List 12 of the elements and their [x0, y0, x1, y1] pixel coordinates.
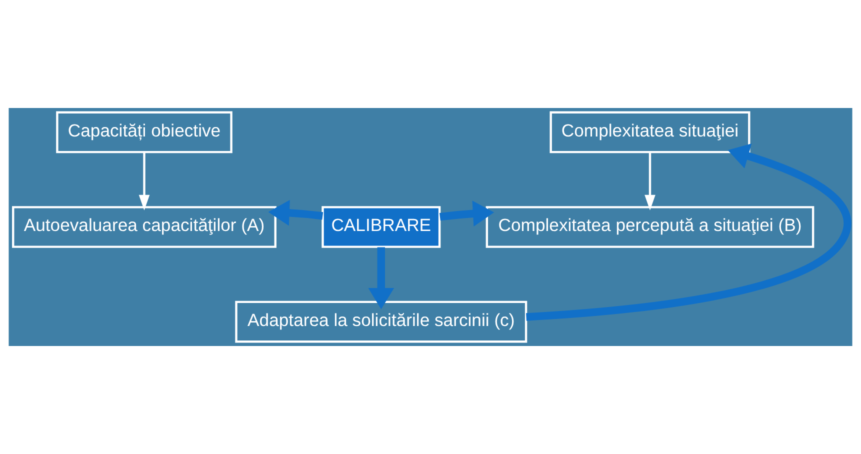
node-box: Complexitatea situaţiei: [550, 111, 750, 154]
node-box: Autoevaluarea capacităţilor (A): [12, 206, 276, 248]
node-box: CALIBRARE: [322, 206, 441, 248]
arrow: [526, 144, 852, 321]
arrow: [440, 200, 494, 227]
node-box: Complexitatea percepută a situaţiei (B): [486, 206, 814, 248]
arrow: [644, 152, 656, 210]
arrow: [268, 200, 324, 226]
arrow: [368, 247, 394, 310]
node-box: Adaptarea la solicitările sarcinii (c): [235, 300, 528, 343]
node-box: Capacități obiective: [56, 111, 232, 154]
arrow: [138, 152, 150, 210]
